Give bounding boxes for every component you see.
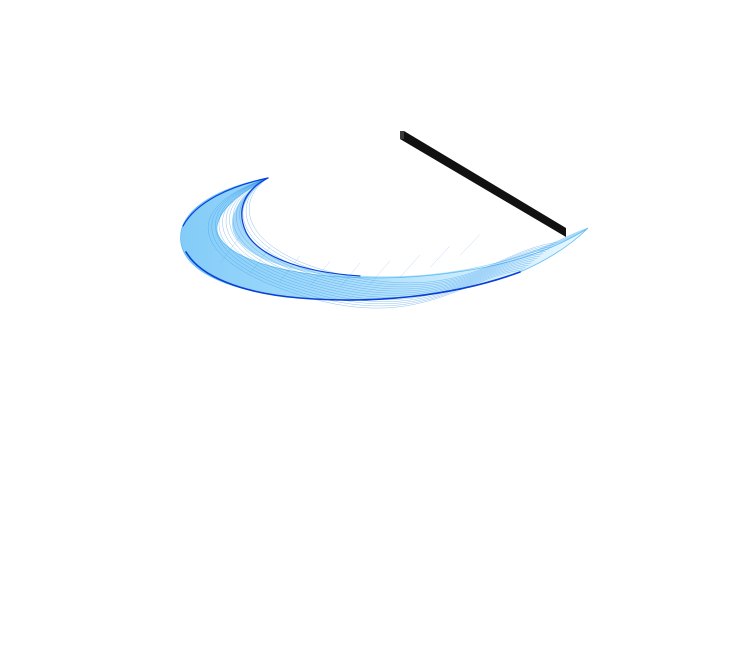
surface-mesh-line bbox=[215, 177, 529, 305]
bar-body bbox=[400, 131, 566, 237]
surface-mesh-line bbox=[218, 177, 532, 302]
surface-lower-edge bbox=[185, 251, 521, 301]
surface-mesh-line bbox=[245, 177, 555, 286]
surface-mesh-crossline bbox=[459, 234, 481, 256]
surface-upper-edge bbox=[182, 177, 269, 227]
surface-mesh-line bbox=[239, 177, 549, 290]
surface-mesh-line bbox=[222, 177, 535, 300]
surface-mesh-crossline bbox=[429, 245, 451, 268]
black-bar bbox=[400, 131, 566, 237]
surface-mesh-line bbox=[229, 177, 541, 296]
surface-mesh-line bbox=[232, 177, 543, 294]
surface-mesh-line bbox=[236, 177, 546, 292]
surface-mesh-crossline bbox=[219, 236, 241, 264]
surface-outer-sheet bbox=[180, 177, 589, 301]
surface-mesh-line bbox=[226, 177, 538, 298]
surface-mesh-line bbox=[248, 177, 558, 284]
blue-swept-surface bbox=[180, 177, 589, 309]
bar-end-face bbox=[400, 131, 404, 139]
surface-mesh-line bbox=[242, 177, 552, 288]
surface-mesh-crossline bbox=[369, 260, 391, 285]
surface-mesh-crossline bbox=[309, 261, 331, 287]
surface-mesh-line bbox=[211, 177, 526, 307]
surface-mesh-crossline bbox=[399, 254, 421, 278]
surface-inner-edge bbox=[241, 177, 361, 277]
surface-mesh-crossline bbox=[279, 255, 301, 282]
surface-mesh-crossline bbox=[249, 246, 271, 274]
